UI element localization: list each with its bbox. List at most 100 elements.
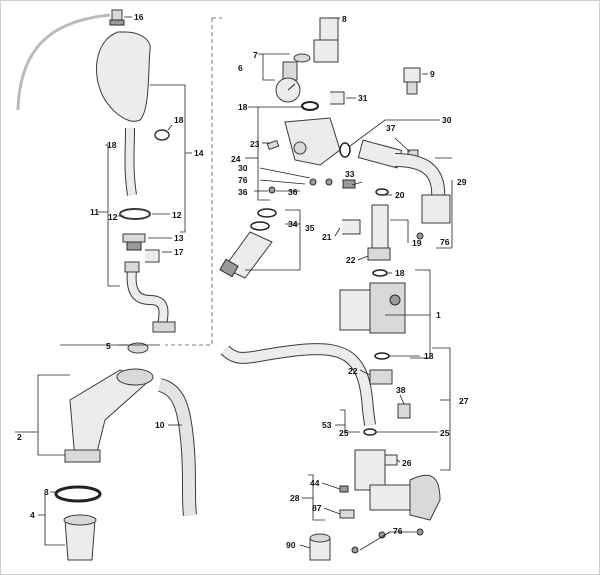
part-23-plug <box>266 139 280 151</box>
part-30-oring <box>339 142 351 158</box>
label-4: 4 <box>30 510 35 520</box>
label-22-upper: 22 <box>346 255 356 265</box>
label-25-left: 25 <box>339 428 349 438</box>
label-36-b: 36 <box>288 187 298 197</box>
label-8: 8 <box>342 14 347 24</box>
label-5: 5 <box>106 341 111 351</box>
label-13: 13 <box>174 233 184 243</box>
label-12-left: 12 <box>108 212 118 222</box>
part-12-clip <box>119 208 151 220</box>
dashed-connection-line <box>165 18 213 346</box>
label-17: 17 <box>174 247 184 257</box>
siphon-top-fitting <box>124 261 140 273</box>
part-20-oring <box>375 188 389 196</box>
part-21-clip <box>342 219 361 235</box>
label-16: 16 <box>134 12 144 22</box>
label-20: 20 <box>395 190 405 200</box>
part-24-manifold <box>284 117 341 166</box>
label-30-center: 30 <box>238 163 248 173</box>
part-76-screw <box>309 178 317 186</box>
label-7: 7 <box>253 50 258 60</box>
part-18-oring-lower <box>374 352 390 360</box>
label-53: 53 <box>322 420 332 430</box>
leader-lines <box>15 16 453 551</box>
label-27: 27 <box>459 396 469 406</box>
label-11: 11 <box>90 207 99 217</box>
part-90-plug <box>309 533 331 561</box>
part-27-manifold <box>354 449 441 521</box>
part-76-screw-right <box>416 232 424 240</box>
part-31-clip <box>330 91 345 105</box>
label-29: 29 <box>457 177 467 187</box>
part-14-pipe <box>95 31 151 122</box>
label-18-left: 18 <box>174 115 184 125</box>
part-13-nut <box>122 233 146 251</box>
label-76-bottom: 76 <box>393 526 403 536</box>
part-29-pipe <box>357 139 451 224</box>
part-8-valve-body <box>313 17 339 63</box>
label-3: 3 <box>44 487 49 497</box>
label-76-center: 76 <box>238 175 248 185</box>
part-33-sensor <box>342 179 356 189</box>
label-19: 19 <box>412 238 422 248</box>
label-23: 23 <box>250 139 260 149</box>
label-26: 26 <box>402 458 412 468</box>
part-22-nut-upper <box>367 247 391 261</box>
label-31: 31 <box>358 93 368 103</box>
part-9-air-vent <box>403 67 421 95</box>
part-18-oring-gauge <box>301 101 319 111</box>
siphon-bottom-fitting <box>152 321 176 333</box>
label-18-mid: 18 <box>107 140 117 150</box>
label-18-right-lower: 18 <box>424 351 434 361</box>
label-22-lower: 22 <box>348 366 358 376</box>
part-2-funnel-assembly <box>64 368 154 463</box>
label-24: 24 <box>231 154 241 164</box>
label-36-a: 36 <box>238 187 248 197</box>
part-36-screw <box>268 186 276 194</box>
label-30-top: 30 <box>442 115 452 125</box>
label-44: 44 <box>310 478 320 488</box>
label-87: 87 <box>312 503 322 513</box>
part-3-oring <box>54 485 102 503</box>
label-33: 33 <box>345 169 355 179</box>
label-18-right-upper: 18 <box>395 268 405 278</box>
label-10: 10 <box>155 420 165 430</box>
part-7-seal <box>293 53 311 63</box>
label-35: 35 <box>305 223 315 233</box>
part-34-oring <box>257 208 277 218</box>
label-14: 14 <box>194 148 204 158</box>
label-37: 37 <box>386 123 396 133</box>
label-38: 38 <box>396 385 406 395</box>
part-16-fitting <box>109 9 125 26</box>
part-38-cap <box>397 403 411 419</box>
pressure-gauge <box>275 77 301 103</box>
part-22-nut-lower <box>369 369 393 385</box>
label-21: 21 <box>322 232 332 242</box>
label-9: 9 <box>430 69 435 79</box>
label-2: 2 <box>17 432 22 442</box>
part-19-pipe <box>371 204 389 251</box>
part-87-valve <box>339 509 355 519</box>
label-12-right: 12 <box>172 210 182 220</box>
part-4-cup <box>63 514 97 561</box>
label-34: 34 <box>288 219 298 229</box>
label-6: 6 <box>238 63 243 73</box>
part-number-labels: 16 8 7 6 9 31 18 18 30 37 23 18 14 24 30… <box>17 12 469 550</box>
label-18-center: 18 <box>238 102 248 112</box>
label-90: 90 <box>286 540 296 550</box>
label-28: 28 <box>290 493 300 503</box>
part-18-oring-pump <box>372 269 388 277</box>
part-17-clip <box>145 249 160 263</box>
label-1: 1 <box>436 310 441 320</box>
drain-hose <box>16 13 111 111</box>
part-6-fitting <box>282 61 298 81</box>
part-76-screw-bottom <box>351 546 359 554</box>
part-18-oring <box>154 129 170 141</box>
part-5-seal <box>127 342 149 354</box>
part-35-cartridge <box>219 231 273 279</box>
label-25-right: 25 <box>440 428 450 438</box>
part-1-pump <box>339 282 406 334</box>
part-44-pin <box>339 485 349 493</box>
